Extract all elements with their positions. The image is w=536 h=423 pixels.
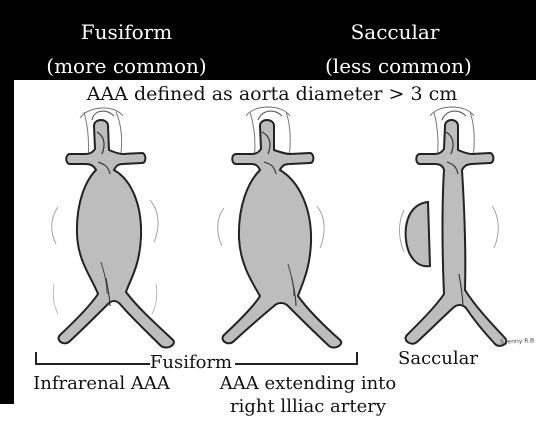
saccular-aaa-illustration (380, 102, 530, 352)
fusiform-title: Fusiform (54, 22, 199, 42)
bracket-fusiform-label: Fusiform (147, 353, 235, 374)
aaa-extending-label-line2: right llliac artery (213, 397, 403, 418)
aaa-extending-illustration (190, 102, 355, 352)
infrarenal-aaa-label: Infrarenal AAA (24, 374, 179, 395)
artist-signature: S.Jenny R.B (500, 337, 534, 345)
saccular-label: Saccular (388, 349, 488, 370)
fusiform-subtitle: (more common) (44, 56, 209, 76)
left-dark-strip (0, 80, 14, 404)
bracket-left-line (35, 363, 150, 365)
saccular-title: Saccular (340, 22, 450, 42)
infrarenal-aaa-illustration (28, 102, 188, 352)
bracket-right-tick (356, 352, 358, 364)
aaa-extending-label-line1: AAA extending into (213, 374, 403, 395)
saccular-subtitle: (less common) (325, 56, 465, 76)
bracket-right-line (235, 363, 358, 365)
